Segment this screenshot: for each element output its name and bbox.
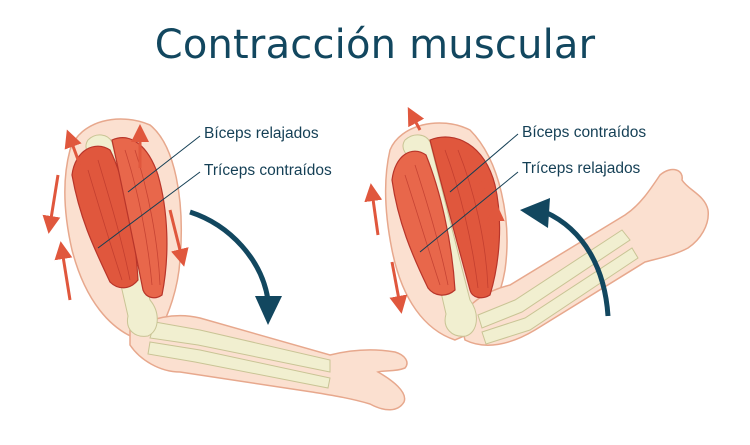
right-biceps-muscle xyxy=(429,136,501,299)
right-triceps-leader xyxy=(419,171,519,253)
left-red-arrows xyxy=(42,124,189,301)
right-arm xyxy=(364,107,709,346)
right-red-arrows xyxy=(364,107,505,314)
left-arm xyxy=(42,118,408,411)
left-triceps-leader xyxy=(97,171,201,249)
left-radius-bone xyxy=(149,321,331,373)
right-flexion-arrow xyxy=(520,198,611,317)
right-biceps-leader xyxy=(449,133,519,193)
left-triceps-label: Tríceps contraídos xyxy=(204,162,332,179)
right-biceps-label: Bíceps contraídos xyxy=(522,124,647,141)
left-ulna-bone xyxy=(147,341,331,389)
left-extension-arrow xyxy=(189,209,282,325)
left-biceps-leader xyxy=(127,135,201,193)
right-muscle-fibers xyxy=(404,149,489,289)
right-triceps-label: Tríceps relajados xyxy=(522,160,641,177)
left-biceps-label: Bíceps relajados xyxy=(204,125,319,142)
page-title: Contracción muscular xyxy=(154,22,596,68)
right-triceps-muscle xyxy=(391,150,456,296)
left-biceps-muscle xyxy=(111,137,168,299)
